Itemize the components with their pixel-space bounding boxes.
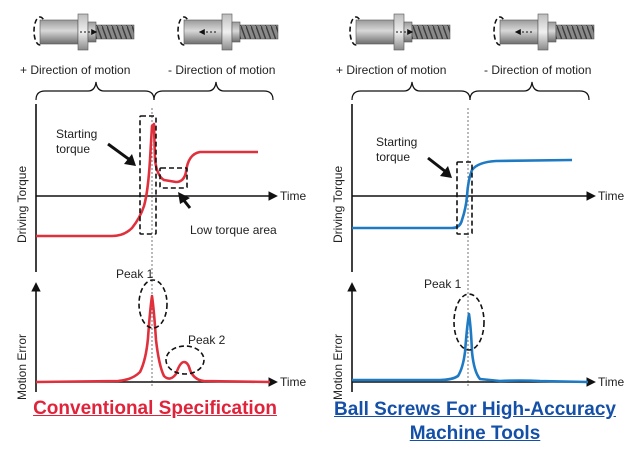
left-direction-plus-label: + Direction of motion bbox=[20, 63, 130, 77]
left-low-torque-box bbox=[159, 167, 188, 189]
right-starting-label-2: torque bbox=[376, 150, 410, 164]
right-direction-plus-label: + Direction of motion bbox=[336, 63, 446, 77]
left-error-curve bbox=[35, 294, 271, 384]
left-low-torque-label: Low torque area bbox=[190, 223, 277, 237]
left-error-time-label: Time bbox=[280, 375, 307, 389]
left-torque-y-label: Driving Torque bbox=[15, 166, 29, 243]
left-starting-torque-box bbox=[139, 115, 157, 235]
left-torque-time-label: Time bbox=[280, 189, 307, 203]
left-torque-curve bbox=[36, 122, 258, 238]
ballscrew-left-plus-icon bbox=[33, 13, 135, 51]
left-low-torque-arrow-icon bbox=[178, 192, 192, 209]
right-error-curve bbox=[352, 312, 589, 384]
right-panel-title-line2: Machine Tools bbox=[409, 423, 541, 444]
right-brace-plus bbox=[351, 81, 471, 101]
right-starting-label-1: Starting bbox=[376, 135, 417, 149]
right-panel-title-line1: Ball Screws For High-Accuracy bbox=[334, 399, 616, 420]
left-error-y-label: Motion Error bbox=[15, 334, 29, 400]
left-starting-label-2: torque bbox=[56, 142, 90, 156]
left-peak1-circle bbox=[138, 279, 168, 329]
right-error-y-label: Motion Error bbox=[331, 334, 345, 400]
right-torque-curve bbox=[352, 158, 573, 230]
left-starting-arrow-icon bbox=[107, 142, 136, 166]
right-torque-time-label: Time bbox=[598, 189, 625, 203]
right-starting-torque-box bbox=[456, 161, 473, 235]
left-peak2-label: Peak 2 bbox=[188, 333, 226, 347]
left-brace-plus bbox=[35, 81, 155, 101]
left-brace-minus bbox=[153, 81, 274, 101]
ballscrew-right-plus-icon bbox=[349, 13, 451, 51]
right-brace-minus bbox=[469, 81, 590, 101]
left-panel-title: Conventional Specification bbox=[33, 398, 277, 419]
right-peak1-circle bbox=[453, 293, 485, 351]
left-starting-label-1: Starting bbox=[56, 127, 97, 141]
ballscrew-left-minus-icon bbox=[177, 13, 279, 51]
left-peak2-circle bbox=[165, 345, 205, 375]
right-error-time-label: Time bbox=[598, 375, 625, 389]
ballscrew-right-minus-icon bbox=[493, 13, 595, 51]
right-starting-arrow-icon bbox=[427, 156, 452, 178]
right-direction-minus-label: - Direction of motion bbox=[484, 63, 591, 77]
right-torque-y-label: Driving Torque bbox=[331, 166, 345, 243]
left-direction-minus-label: - Direction of motion bbox=[168, 63, 275, 77]
right-peak1-label: Peak 1 bbox=[424, 277, 462, 291]
right-panel-title: Ball Screws For High-Accuracy Machine To… bbox=[315, 398, 635, 446]
left-peak1-label: Peak 1 bbox=[116, 267, 154, 281]
